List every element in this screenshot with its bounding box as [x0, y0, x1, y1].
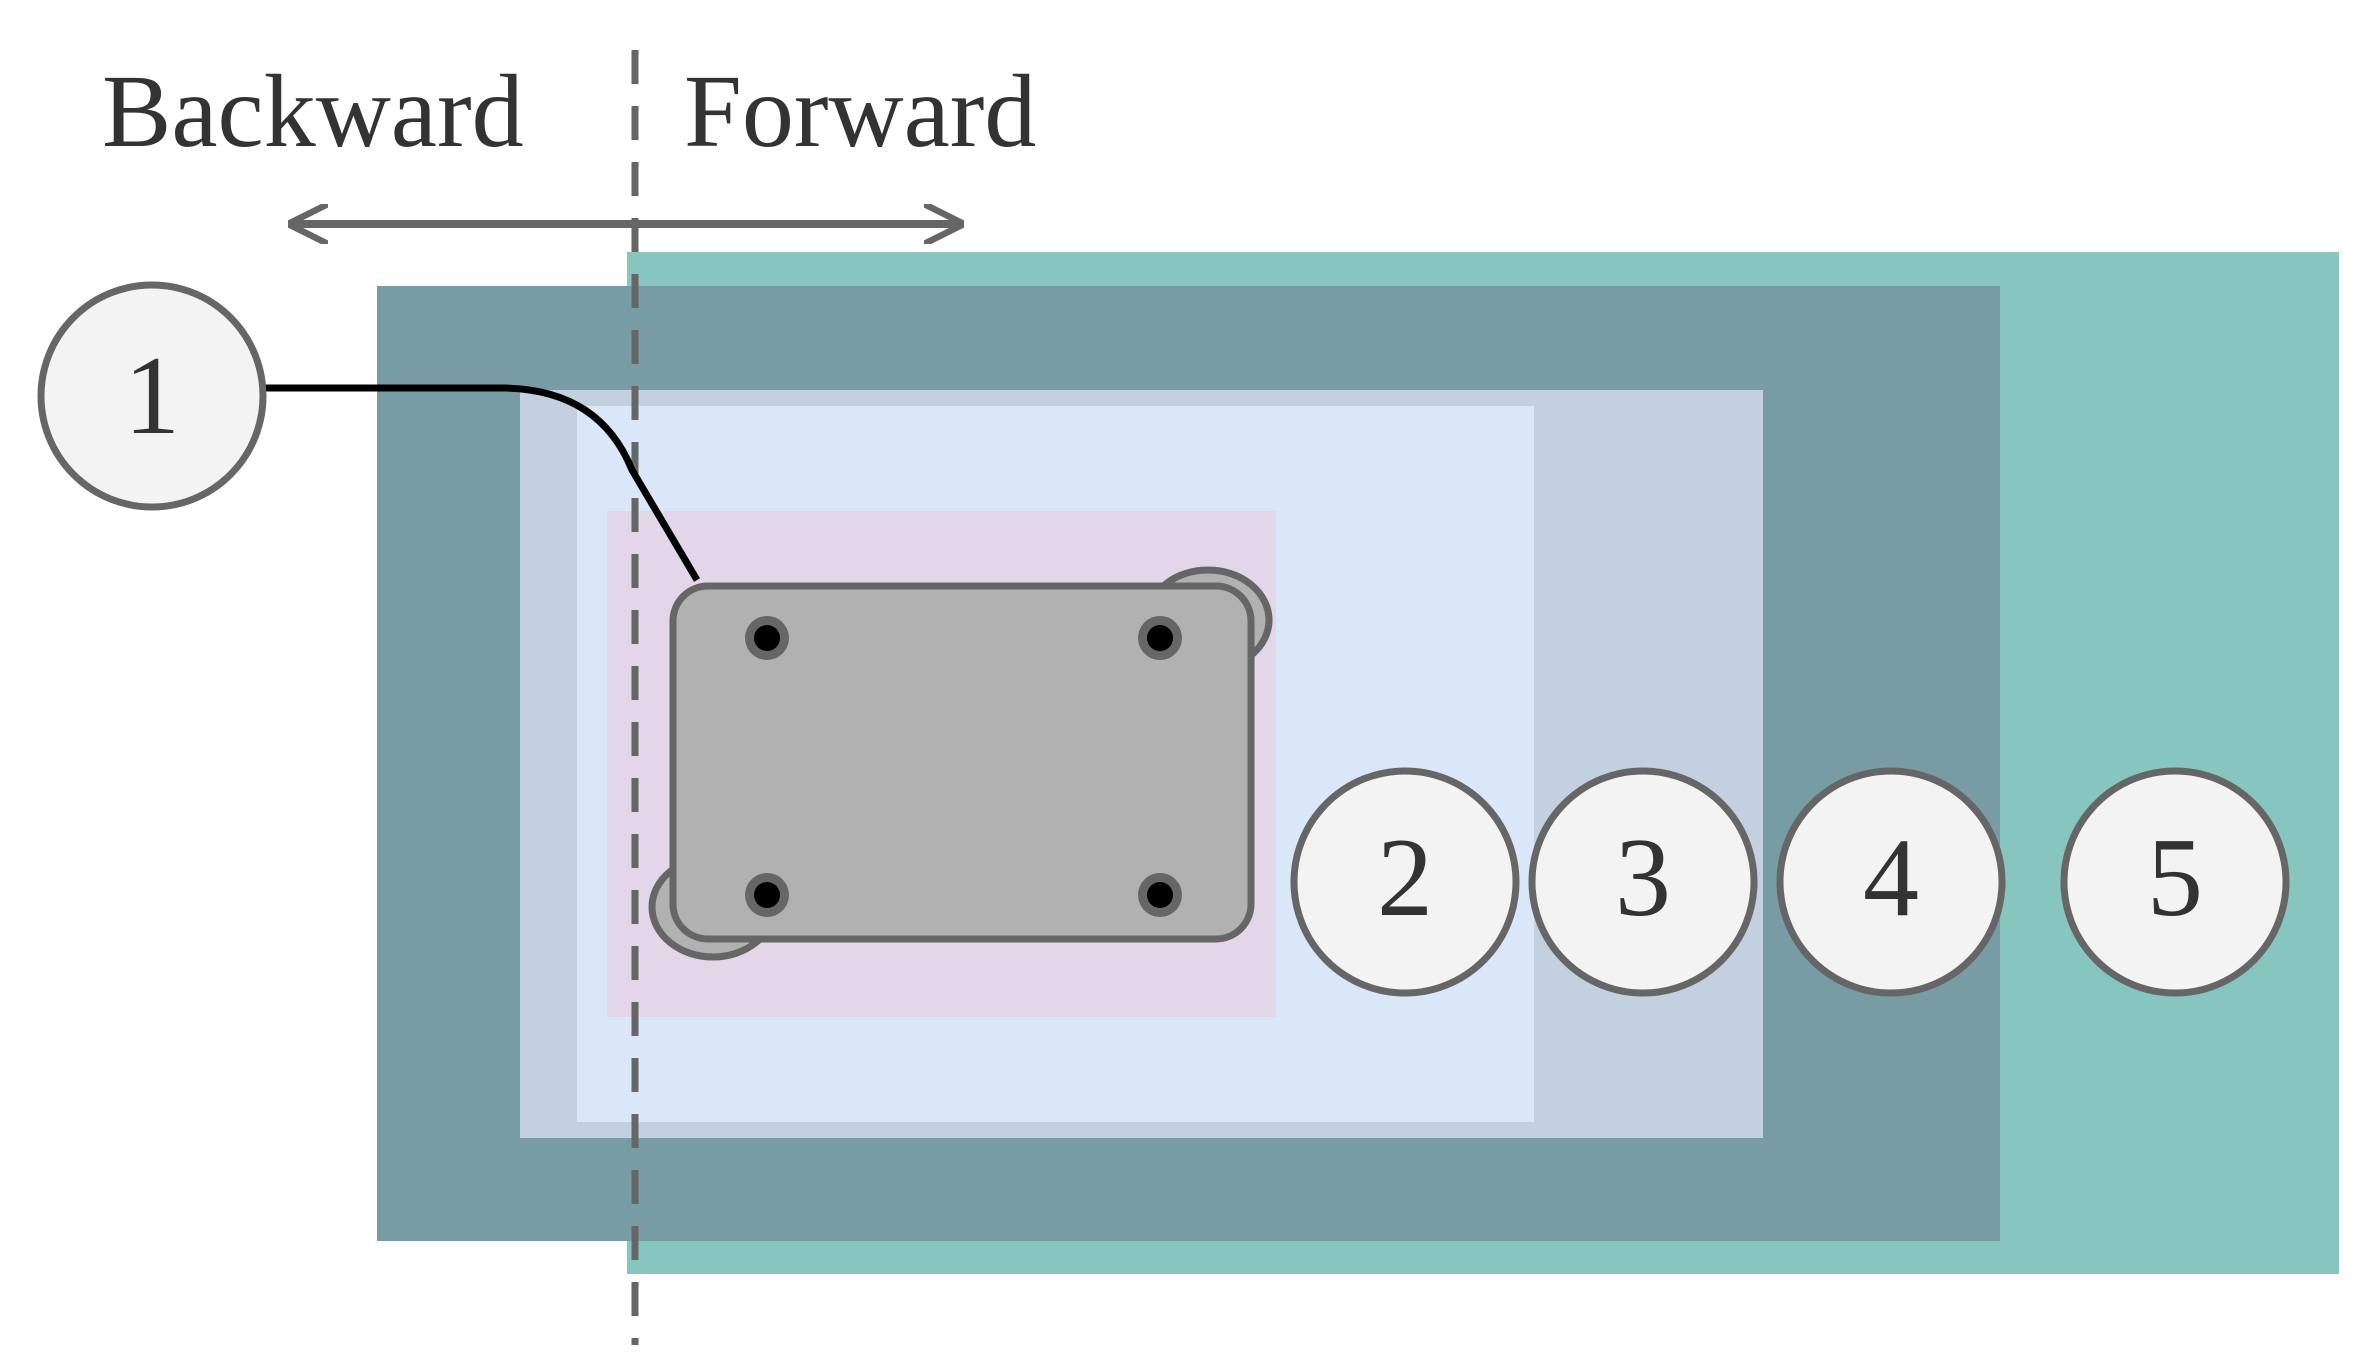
device-body [669, 582, 1255, 943]
marker-1: 1 [37, 281, 267, 511]
marker-3: 3 [1528, 767, 1758, 997]
backward-label: Backward [102, 54, 524, 169]
bolt-top-left-core [754, 625, 780, 651]
marker-4-label: 4 [1863, 816, 1919, 940]
marker-1-leader-line [265, 384, 701, 582]
marker-5: 5 [2060, 767, 2290, 997]
bolt-top-right-core [1147, 625, 1173, 651]
bolt-bottom-left-core [754, 882, 780, 908]
marker-4: 4 [1776, 767, 2006, 997]
marker-3-label: 3 [1615, 816, 1671, 940]
forward-label: Forward [684, 54, 1036, 169]
marker-5-circle [2060, 767, 2290, 997]
marker-4-circle [1776, 767, 2006, 997]
device-bolts [745, 616, 1182, 917]
marker-5-label: 5 [2147, 816, 2203, 940]
marker-2: 2 [1290, 767, 1520, 997]
marker-2-circle [1290, 767, 1520, 997]
marker-1-label: 1 [124, 334, 180, 458]
marker-2-label: 2 [1377, 816, 1433, 940]
marker-1-circle [37, 281, 267, 511]
bolt-bottom-right-core [1147, 882, 1173, 908]
marker-3-circle [1528, 767, 1758, 997]
